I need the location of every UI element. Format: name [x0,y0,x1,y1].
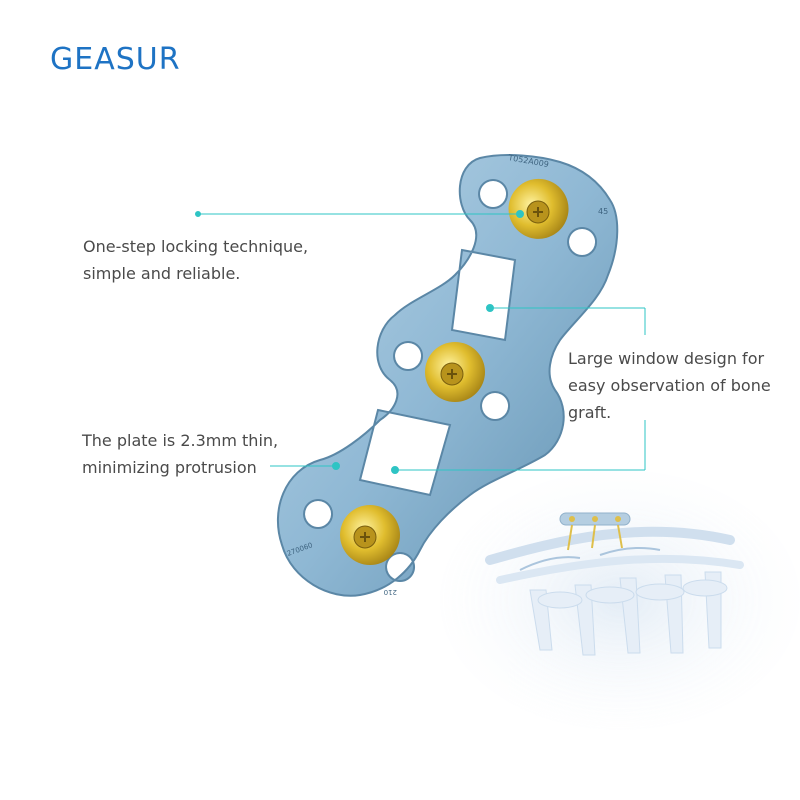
brand-logo-text: GEASUR [50,42,181,77]
callout-locking-line-2: simple and reliable. [83,264,241,283]
locking-screw-middle [425,342,485,402]
callout-locking-line-1: One-step locking technique, [83,237,309,256]
callout-window-line-1: Large window design for [568,349,765,368]
callout-thin-plate: The plate is 2.3mm thin, minimizing prot… [82,427,292,481]
leader-lines [195,210,646,474]
locking-screw-top [508,178,569,239]
callout-thin-line-2: minimizing protrusion [82,458,257,477]
callout-locking-technique: One-step locking technique, simple and r… [83,233,343,287]
callout-thin-line-1: The plate is 2.3mm thin, [82,431,279,450]
spine-illustration [440,470,800,730]
plate-size-marking: 45 [598,207,608,216]
spinal-plate: T052A009 45 270060 210 [277,153,619,597]
callout-large-window: Large window design for easy observation… [568,345,788,426]
callout-window-line-2: easy observation of bone [568,376,771,395]
plate-code-bottom: 210 [384,588,397,596]
callout-window-line-3: graft. [568,403,612,422]
locking-screw-bottom [340,505,400,565]
brand-logo: GEASUR [50,40,190,80]
